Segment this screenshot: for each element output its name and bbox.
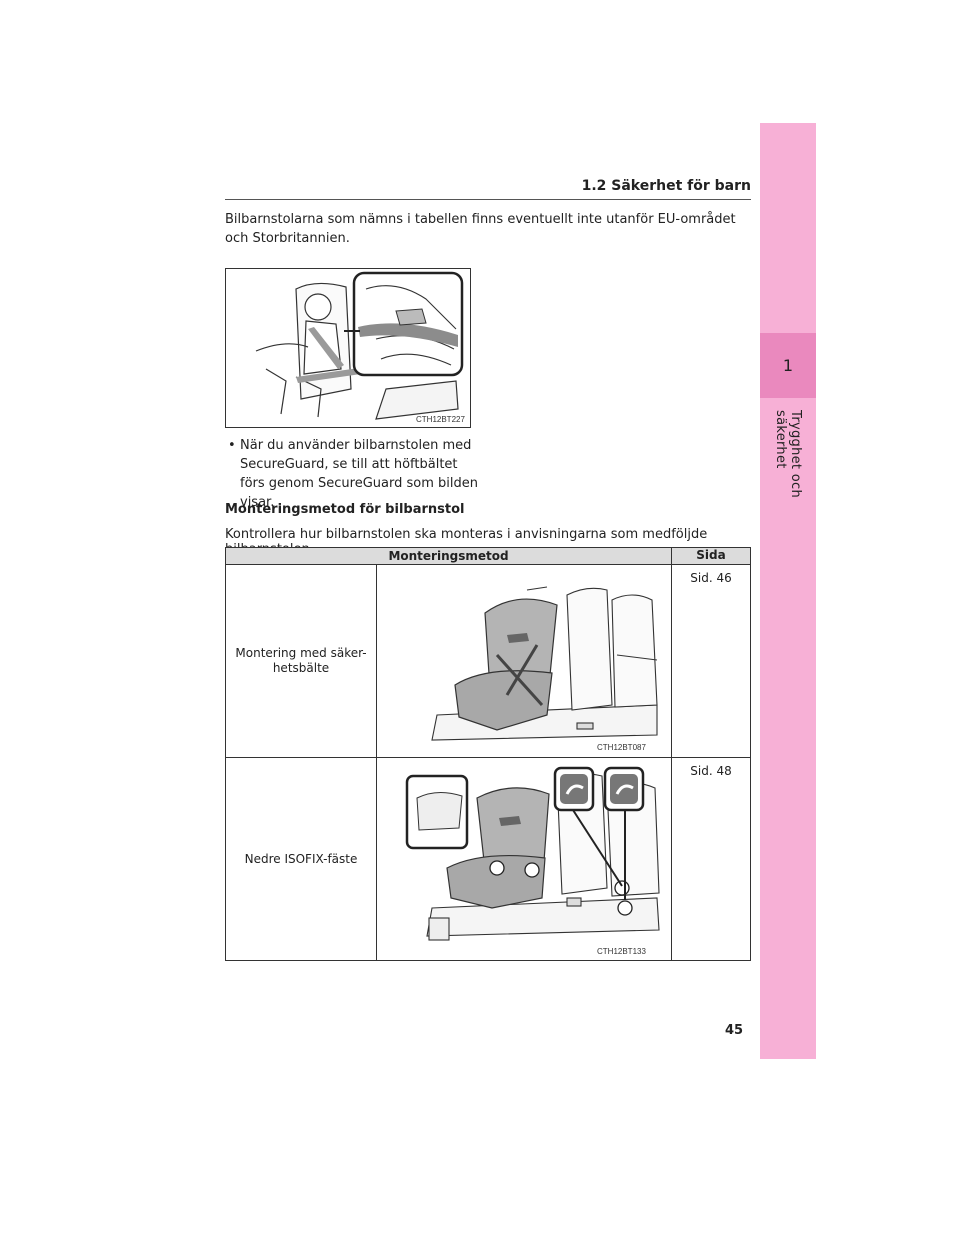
page-ref-text: Sid. 48 bbox=[690, 764, 732, 778]
table-row: Nedre ISOFIX-fäste bbox=[225, 757, 751, 961]
page-number: 45 bbox=[725, 1023, 744, 1038]
subheading: Monteringsmetod för bilbarnstol bbox=[225, 502, 465, 517]
header-method: Monteringsmetod bbox=[225, 547, 672, 565]
bullet-dot-icon: • bbox=[228, 438, 236, 453]
isofix-mount-drawing: CTH12BT133 bbox=[405, 766, 660, 956]
chapter-number-tab[interactable]: 1 bbox=[760, 333, 816, 398]
mounting-table: Monteringsmetod Sida Montering med säker… bbox=[225, 547, 751, 961]
bullet-item: • När du använder bilbarnstolen med Secu… bbox=[228, 436, 478, 512]
figure-code: CTH12BT227 bbox=[416, 415, 465, 424]
chapter-title: Trygghet och säkerhet bbox=[773, 410, 803, 498]
figure-code: CTH12BT087 bbox=[597, 743, 646, 752]
bullet-text: När du använder bilbarnstolen med Secure… bbox=[240, 438, 478, 510]
method-seatbelt: Montering med säker-hetsbälte bbox=[225, 564, 377, 758]
isofix-figure-cell: CTH12BT133 bbox=[376, 757, 672, 961]
header-page: Sida bbox=[671, 547, 751, 565]
chapter-sidebar bbox=[760, 123, 816, 1059]
method-isofix: Nedre ISOFIX-fäste bbox=[225, 757, 377, 961]
page-ref-isofix: Sid. 48 bbox=[671, 757, 751, 961]
child-seat-belt-drawing: CTH12BT227 bbox=[255, 271, 465, 424]
seatbelt-figure-cell: CTH12BT087 bbox=[376, 564, 672, 758]
page-ref-text: Sid. 46 bbox=[690, 571, 732, 585]
table-row: Montering med säker-hetsbälte CTH12BT087 bbox=[225, 564, 751, 758]
intro-text: Bilbarnstolarna som nämns i tabellen fin… bbox=[225, 212, 736, 246]
section-heading: 1.2 Säkerhet för barn bbox=[581, 178, 751, 194]
seatbelt-mount-drawing: CTH12BT087 bbox=[431, 586, 658, 752]
figure-code: CTH12BT133 bbox=[597, 947, 646, 956]
table-header-row: Monteringsmetod Sida bbox=[225, 547, 751, 565]
heading-rule bbox=[225, 199, 751, 200]
secureguard-illustration: CTH12BT227 bbox=[225, 268, 471, 428]
page-ref-seatbelt: Sid. 46 bbox=[671, 564, 751, 758]
